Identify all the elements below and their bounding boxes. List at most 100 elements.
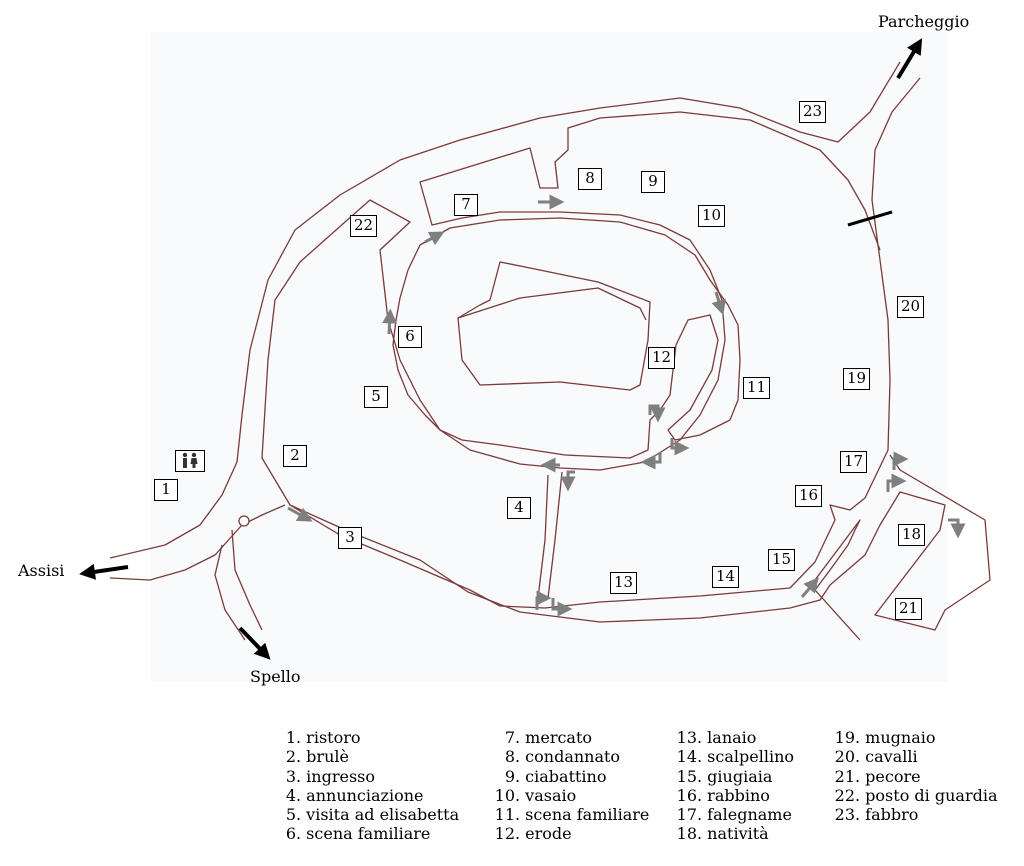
- station-marker-8[interactable]: 8: [578, 168, 602, 190]
- road-line: [537, 471, 563, 599]
- legend-item: 4. annunciazione: [280, 786, 459, 805]
- legend-item: 13. lanaio: [672, 728, 794, 747]
- direction-arrow-icon: [287, 506, 313, 522]
- legend-column-1: 1. ristoro 2. brulè 3. ingresso 4. annun…: [280, 728, 459, 844]
- legend-number: 19: [834, 728, 855, 747]
- station-marker-23[interactable]: 23: [799, 101, 827, 123]
- legend-label: ingresso: [306, 766, 376, 786]
- station-marker-1[interactable]: 1: [154, 479, 178, 501]
- legend-label: vasaio: [525, 785, 577, 805]
- fountain-marker: [238, 515, 250, 527]
- legend-label: ristoro: [306, 728, 361, 747]
- station-marker-9[interactable]: 9: [641, 171, 665, 193]
- station-marker-16[interactable]: 16: [795, 485, 823, 507]
- legend-number: 15: [676, 766, 697, 786]
- station-marker-21[interactable]: 21: [895, 598, 923, 620]
- direction-arrow-icon: [886, 473, 907, 492]
- outer-wall-line: [261, 77, 921, 609]
- legend-item: 16. rabbino: [672, 786, 794, 805]
- legend-number: 14: [676, 747, 697, 767]
- direction-arrow-icon: [535, 590, 552, 610]
- legend-item: 1. ristoro: [280, 728, 459, 747]
- legend-item: 3. ingresso: [280, 767, 459, 786]
- legend-item: 18. natività: [672, 824, 794, 843]
- legend-number: 21: [834, 766, 855, 786]
- arrow-icon: [79, 563, 129, 580]
- legend-item: 23. fabbro: [830, 805, 997, 824]
- legend-number: 4: [285, 785, 296, 805]
- legend-column-3: 13. lanaio 14. scalpellino 15. giugiaia …: [672, 728, 794, 844]
- station-marker-3[interactable]: 3: [338, 527, 362, 549]
- station-marker-12[interactable]: 12: [648, 347, 676, 369]
- legend-item: 14. scalpellino: [672, 747, 794, 766]
- legend-number: 5: [285, 805, 296, 825]
- legend-number: 17: [676, 805, 697, 825]
- station-marker-10[interactable]: 10: [698, 205, 726, 227]
- legend-label: giugiaia: [707, 766, 773, 786]
- barrier-line: [847, 210, 893, 227]
- legend-item: 11. scena familiare: [490, 805, 650, 825]
- legend-item: 17. falegname: [672, 805, 794, 824]
- legend-label: natività: [707, 824, 769, 844]
- station-marker-15[interactable]: 15: [768, 549, 796, 571]
- legend-item: 20. cavalli: [830, 747, 997, 766]
- direction-arrow-icon: [648, 404, 666, 423]
- legend-label: scalpellino: [707, 747, 794, 767]
- station-marker-18[interactable]: 18: [898, 524, 926, 546]
- arrow-icon: [238, 626, 271, 660]
- legend-item: 12. erode: [490, 824, 649, 843]
- legend-item: 8. condannato: [490, 747, 649, 766]
- legend-item: 15. giugiaia: [672, 767, 794, 786]
- legend-number: 23: [834, 805, 855, 825]
- legend-label: mercato: [525, 728, 593, 747]
- legend-item: 5. visita ad elisabetta: [280, 805, 459, 824]
- direction-arrow-icon: [800, 577, 819, 598]
- legend-label: rabbino: [707, 785, 770, 805]
- legend-column-4: 19. mugnaio 20. cavalli 21. pecore 22. p…: [830, 728, 998, 824]
- assisi-label[interactable]: Assisi: [18, 561, 65, 580]
- station-marker-11[interactable]: 11: [743, 377, 771, 399]
- legend-item: 9. ciabattino: [490, 767, 649, 786]
- legend-column-2: 7. mercato 8. condannato 9. ciabattino 1…: [490, 728, 650, 844]
- station-marker-4[interactable]: 4: [507, 497, 531, 519]
- legend-item: 6. scena familiare: [280, 824, 459, 843]
- direction-arrow-icon: [640, 452, 662, 470]
- outer-wall-line: [109, 61, 901, 559]
- legend-item: 7. mercato: [490, 728, 649, 747]
- station-marker-19[interactable]: 19: [843, 368, 871, 390]
- central-block-line: [457, 261, 651, 391]
- path-lines: [109, 61, 991, 641]
- station-marker-13[interactable]: 13: [610, 572, 638, 594]
- legend-number: 11: [494, 805, 515, 825]
- direction-arrow-icon: [948, 518, 966, 539]
- legend-item: 22. posto di guardia: [830, 785, 998, 805]
- station-marker-2[interactable]: 2: [283, 445, 307, 467]
- legend-label: ciabattino: [525, 766, 607, 786]
- station-marker-17[interactable]: 17: [840, 451, 868, 473]
- station-marker-5[interactable]: 5: [364, 386, 388, 408]
- legend-label: pecore: [865, 766, 921, 786]
- station-marker-7[interactable]: 7: [454, 194, 478, 216]
- legend-number: 18: [676, 824, 697, 844]
- station-marker-20[interactable]: 20: [897, 296, 925, 318]
- road-line: [231, 529, 263, 631]
- station-marker-22[interactable]: 22: [350, 215, 378, 237]
- parcheggio-label[interactable]: Parcheggio: [878, 12, 970, 31]
- legend-number: 9: [504, 766, 515, 786]
- exit-arrows: [79, 38, 923, 660]
- station-marker-14[interactable]: 14: [712, 566, 740, 588]
- station-marker-6[interactable]: 6: [398, 326, 422, 348]
- legend-number: 22: [834, 785, 855, 805]
- restroom-figures: [182, 452, 198, 468]
- legend-number: 12: [494, 824, 515, 844]
- legend-label: erode: [525, 824, 572, 844]
- legend-item: 19. mugnaio: [830, 728, 997, 747]
- legend-label: fabbro: [865, 805, 919, 825]
- direction-arrow-icon: [551, 598, 573, 617]
- spello-label[interactable]: Spello: [250, 667, 301, 686]
- enclosure-line: [829, 454, 991, 631]
- legend-label: scena familiare: [525, 805, 650, 825]
- legend-label: falegname: [707, 805, 792, 825]
- legend-label: brulè: [306, 747, 349, 767]
